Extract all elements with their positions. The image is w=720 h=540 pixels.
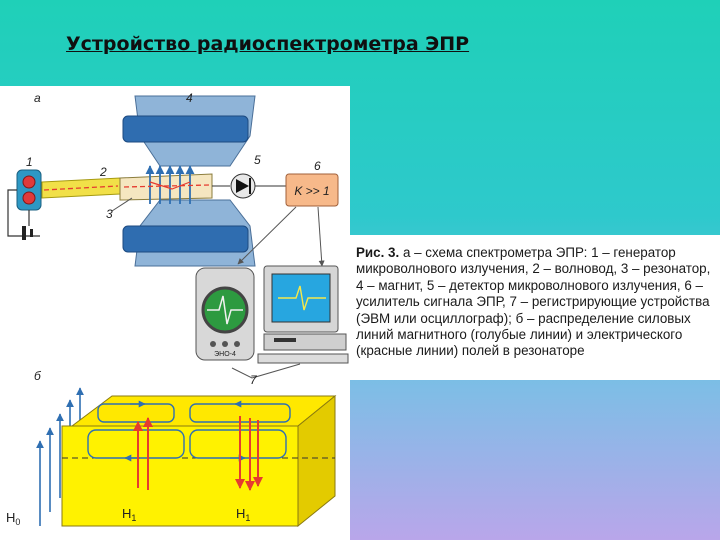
amplifier: K >> 1 [285, 173, 339, 207]
generator-icon [7, 169, 42, 240]
label-3: 3 [106, 207, 113, 221]
label-1: 1 [26, 155, 33, 169]
label-2: 2 [99, 165, 107, 179]
h1-label-right: H1 [236, 506, 250, 523]
caption-lead: Рис. 3. [356, 245, 400, 260]
label-7: 7 [250, 373, 258, 387]
label-5: 5 [254, 153, 261, 167]
label-b: б [34, 369, 42, 383]
caption-text: а – схема спектрометра ЭПР: 1 – генерато… [356, 245, 711, 359]
label-4: 4 [186, 91, 193, 105]
detector-diode-icon [212, 173, 286, 199]
computer-icon [257, 265, 349, 364]
resonator [119, 165, 213, 204]
h1-label-left: H1 [122, 506, 136, 523]
figure-drawing: а 4 1 2 [6, 91, 349, 528]
page-title: Устройство радиоспектрометра ЭПР [66, 33, 470, 55]
oscilloscope-icon: ЭНО-4 [195, 267, 255, 361]
magnet [122, 95, 256, 267]
label-6: 6 [314, 159, 321, 173]
h0-label: H0 [6, 510, 20, 527]
epr-spectrometer-figure: а 4 1 2 [0, 86, 350, 540]
resonator-field-box [61, 394, 337, 528]
figure-caption: Рис. 3. а – схема спектрометра ЭПР: 1 – … [356, 245, 714, 360]
amplifier-label: K >> 1 [294, 184, 329, 198]
waveguide [41, 177, 121, 199]
figure-caption-panel: Рис. 3. а – схема спектрометра ЭПР: 1 – … [350, 235, 720, 380]
label-a: а [34, 91, 41, 105]
oscilloscope-label: ЭНО-4 [214, 351, 236, 358]
